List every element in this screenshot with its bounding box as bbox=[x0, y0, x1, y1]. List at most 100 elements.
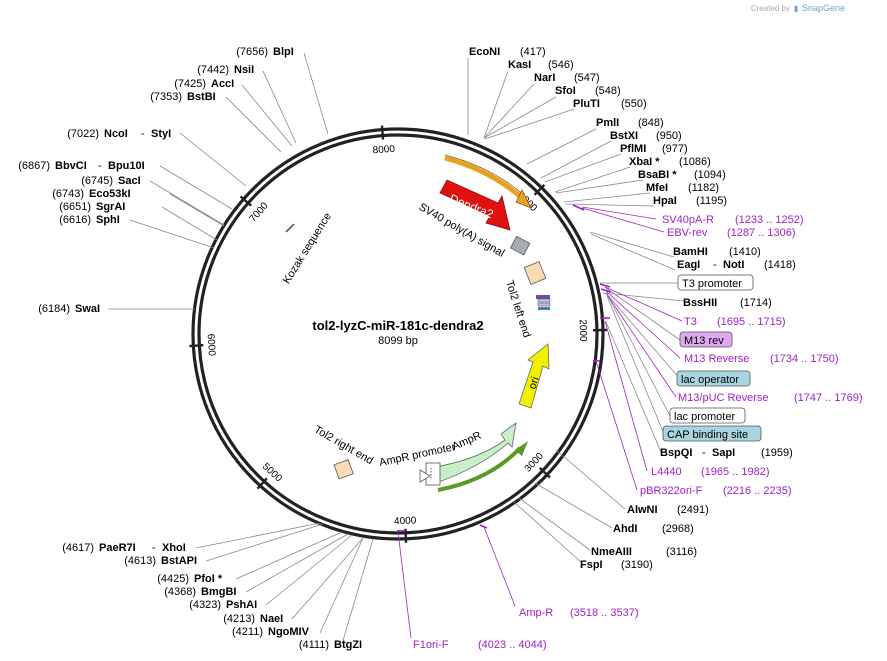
site-nmeaiii[interactable]: NmeAIII(3116) bbox=[591, 546, 697, 558]
svg-text:L4440: L4440 bbox=[651, 466, 682, 478]
site-mfei[interactable]: MfeI(1182) bbox=[646, 182, 719, 194]
site-ahdi[interactable]: AhdI(2968) bbox=[613, 523, 694, 535]
site-naei[interactable]: (4213)NaeI bbox=[223, 613, 283, 625]
t3-promoter-box[interactable]: T3 promoter bbox=[677, 274, 754, 291]
site-eco53ki[interactable]: (6743)Eco53kI bbox=[52, 188, 130, 200]
site-ncoi[interactable]: (7022)NcoI-StyI bbox=[67, 128, 171, 140]
lac-operator-box[interactable]: lac operator bbox=[676, 370, 751, 387]
primer-labels: SV40pA-R(1233 .. 1252) EBV-rev(1287 .. 1… bbox=[413, 214, 863, 651]
site-sfoi[interactable]: SfoI(548) bbox=[555, 85, 621, 97]
svg-text:M13/pUC Reverse: M13/pUC Reverse bbox=[678, 392, 768, 404]
svg-text:BsaBI *: BsaBI * bbox=[638, 169, 677, 181]
primer-sv40pa-r[interactable]: SV40pA-R(1233 .. 1252) bbox=[662, 214, 804, 226]
site-alwni[interactable]: AlwNI(2491) bbox=[627, 504, 709, 516]
site-ngomiv[interactable]: (4211)NgoMIV bbox=[232, 626, 310, 638]
primer-f1ori-f[interactable]: F1ori-F(4023 .. 4044) bbox=[413, 639, 547, 651]
site-acci[interactable]: (7425)AccI bbox=[174, 78, 234, 90]
svg-text:FspI: FspI bbox=[580, 559, 603, 571]
snapgene-logo-icon: ▮ bbox=[794, 4, 798, 13]
tol2-right-end-feature[interactable] bbox=[333, 459, 354, 480]
svg-text:(7425): (7425) bbox=[174, 78, 206, 90]
svg-text:SacI: SacI bbox=[118, 175, 141, 187]
site-nari[interactable]: NarI(547) bbox=[534, 72, 600, 84]
kozak-marker bbox=[285, 223, 295, 233]
svg-text:-: - bbox=[141, 128, 145, 140]
sv40-polya-feature[interactable] bbox=[509, 235, 531, 256]
left-site-labels: (7656)BlpI (7442)NsiI (7425)AccI (7353)B… bbox=[18, 46, 362, 651]
svg-text:XbaI *: XbaI * bbox=[629, 156, 660, 168]
leader-lines bbox=[108, 52, 685, 645]
tick-label: 4000 bbox=[394, 515, 417, 527]
site-bamhi[interactable]: BamHI(1410) bbox=[673, 246, 761, 258]
svg-text:Amp-R: Amp-R bbox=[519, 607, 553, 619]
svg-text:(3116): (3116) bbox=[666, 546, 697, 558]
site-pluti[interactable]: PluTI(550) bbox=[573, 98, 647, 110]
svg-text:(4425): (4425) bbox=[157, 573, 189, 585]
green-feature-arrow[interactable] bbox=[437, 446, 522, 492]
site-bmgbi[interactable]: (4368)BmgBI bbox=[164, 586, 236, 598]
site-hpai[interactable]: HpaI(1195) bbox=[653, 195, 727, 207]
svg-text:(550): (550) bbox=[621, 98, 647, 110]
svg-text:NcoI: NcoI bbox=[104, 128, 128, 140]
tick-label: 6000 bbox=[205, 333, 217, 356]
site-pmli[interactable]: PmlI(848) bbox=[596, 117, 664, 129]
m13-rev-box[interactable]: M13 rev bbox=[679, 331, 733, 348]
site-paer7i[interactable]: (4617)PaeR7I-XhoI bbox=[62, 542, 186, 554]
svg-text:(1734 .. 1750): (1734 .. 1750) bbox=[770, 353, 839, 365]
site-bsshii[interactable]: BssHII(1714) bbox=[683, 297, 772, 309]
site-fspi[interactable]: FspI(3190) bbox=[580, 559, 653, 571]
tick-mark bbox=[538, 466, 551, 479]
primer-ebv-rev[interactable]: EBV-rev(1287 .. 1306) bbox=[667, 227, 796, 239]
svg-text:(4368): (4368) bbox=[164, 586, 196, 598]
site-bstapi[interactable]: (4613)BstAPI bbox=[124, 555, 197, 567]
primer-m13-reverse[interactable]: M13 Reverse(1734 .. 1750) bbox=[684, 353, 839, 365]
ampr-promoter-feature[interactable] bbox=[419, 462, 441, 486]
orange-feature-arrow[interactable] bbox=[444, 155, 524, 200]
site-kasi[interactable]: KasI(546) bbox=[508, 59, 574, 71]
site-pshai[interactable]: (4323)PshAI bbox=[189, 599, 257, 611]
ori-feature[interactable]: ori bbox=[518, 343, 550, 409]
site-nsii[interactable]: (7442)NsiI bbox=[197, 64, 254, 76]
svg-text:KasI: KasI bbox=[508, 59, 531, 71]
svg-text:NsiI: NsiI bbox=[234, 64, 254, 76]
site-eagi[interactable]: EagI-NotI(1418) bbox=[677, 259, 796, 271]
boxed-feature-labels: T3 promoter M13 rev lac operator lac pro… bbox=[662, 274, 762, 442]
site-sphi[interactable]: (6616)SphI bbox=[59, 214, 120, 226]
plasmid-size: 8099 bp bbox=[378, 335, 418, 347]
svg-text:(4023 .. 4044): (4023 .. 4044) bbox=[478, 639, 547, 651]
site-xbai[interactable]: XbaI * (1086) bbox=[629, 156, 711, 168]
svg-text:BstXI: BstXI bbox=[610, 130, 638, 142]
site-bstxi[interactable]: BstXI(950) bbox=[610, 130, 682, 142]
backbone bbox=[191, 127, 605, 541]
cap-binding-site-box[interactable]: CAP binding site bbox=[662, 425, 762, 442]
site-bstbi[interactable]: (7353)BstBI bbox=[150, 91, 216, 103]
lac-promoter-box[interactable]: lac promoter bbox=[669, 407, 746, 424]
svg-text:SwaI: SwaI bbox=[75, 303, 100, 315]
site-btgzi[interactable]: (4111)BtgZI bbox=[299, 639, 362, 651]
svg-text:PshAI: PshAI bbox=[226, 599, 257, 611]
primer-l4440[interactable]: L4440(1965 .. 1982) bbox=[651, 466, 770, 478]
site-saci[interactable]: (6745)SacI bbox=[81, 175, 140, 187]
tick-label: 8000 bbox=[372, 144, 395, 157]
svg-text:(1287 .. 1306): (1287 .. 1306) bbox=[727, 227, 796, 239]
site-sgrai[interactable]: (6651)SgrAI bbox=[59, 201, 125, 213]
site-swai[interactable]: (6184)SwaI bbox=[38, 303, 100, 315]
primer-m13puc-reverse[interactable]: M13/pUC Reverse(1747 .. 1769) bbox=[678, 392, 863, 404]
svg-text:(4617): (4617) bbox=[62, 542, 94, 554]
site-pfoi[interactable]: (4425)PfoI * bbox=[157, 573, 223, 585]
site-pflmi[interactable]: PflMI(977) bbox=[620, 143, 688, 155]
primer-t3[interactable]: T3(1695 .. 1715) bbox=[684, 316, 786, 328]
site-bsabi[interactable]: BsaBI *(1094) bbox=[638, 169, 726, 181]
site-bbvci[interactable]: (6867)BbvCI-Bpu10I bbox=[18, 160, 144, 172]
svg-text:HpaI: HpaI bbox=[653, 195, 677, 207]
primer-amp-r[interactable]: Amp-R(3518 .. 3537) bbox=[519, 607, 639, 619]
site-econi[interactable]: EcoNI(417) bbox=[469, 46, 546, 58]
tol2-left-end-feature[interactable] bbox=[523, 261, 547, 285]
site-blpi[interactable]: (7656)BlpI bbox=[236, 46, 294, 58]
svg-text:PflMI: PflMI bbox=[620, 143, 646, 155]
site-bspqi[interactable]: BspQI-SapI(1959) bbox=[660, 447, 793, 459]
svg-text:(6616): (6616) bbox=[59, 214, 91, 226]
svg-text:(1086): (1086) bbox=[679, 156, 711, 168]
svg-text:(547): (547) bbox=[574, 72, 600, 84]
primer-pbr322ori-f[interactable]: pBR322ori-F(2216 .. 2235) bbox=[640, 485, 792, 497]
